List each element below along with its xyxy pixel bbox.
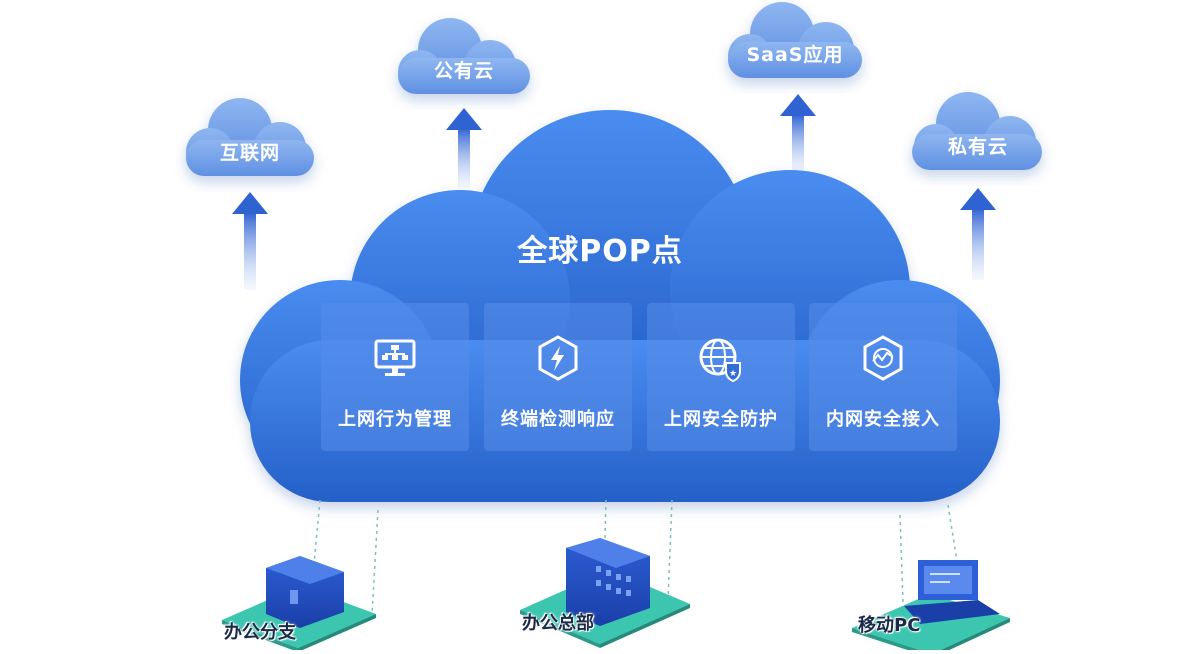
branch-office-icon [222, 556, 376, 652]
site-label-mobile-pc: 移动PC [858, 615, 921, 636]
headquarters-building-icon [520, 538, 690, 648]
globe-shield-icon: ★ [699, 338, 741, 383]
service-label: 内网安全接入 [826, 409, 940, 430]
service-label: 上网安全防护 [664, 409, 778, 430]
service-card-behavior-management: 上网行为管理 [321, 303, 469, 451]
cloud-internet [186, 98, 314, 176]
service-label: 上网行为管理 [338, 409, 452, 430]
arrow-to-internet [232, 192, 268, 290]
cloud-label-public: 公有云 [433, 60, 494, 82]
cloud-public [398, 18, 530, 94]
monitor-org-chart-icon [374, 339, 416, 376]
cloud-private [912, 92, 1042, 170]
cloud-label-private: 私有云 [947, 136, 1008, 158]
shield-lightning-icon [538, 335, 578, 381]
arrow-to-public-cloud [446, 108, 482, 188]
arrow-to-private-cloud [960, 188, 996, 280]
service-card-intranet-access: 内网安全接入 [809, 303, 957, 451]
service-card-internet-security: ★ 上网安全防护 [647, 303, 795, 451]
laptop-icon [852, 560, 1010, 654]
site-label-branch: 办公分支 [224, 622, 296, 643]
svg-text:★: ★ [729, 369, 737, 379]
cloud-label-internet: 互联网 [219, 142, 280, 164]
site-label-headquarters: 办公总部 [522, 613, 594, 634]
arrow-to-saas [780, 94, 816, 174]
main-cloud-title: 全球POP点 [517, 234, 683, 269]
cloud-saas [728, 2, 862, 78]
service-label: 终端检测响应 [501, 409, 615, 430]
service-card-endpoint-detection: 终端检测响应 [484, 303, 632, 451]
cloud-label-saas: SaaS应用 [746, 44, 844, 66]
hexagon-network-icon [863, 335, 903, 381]
